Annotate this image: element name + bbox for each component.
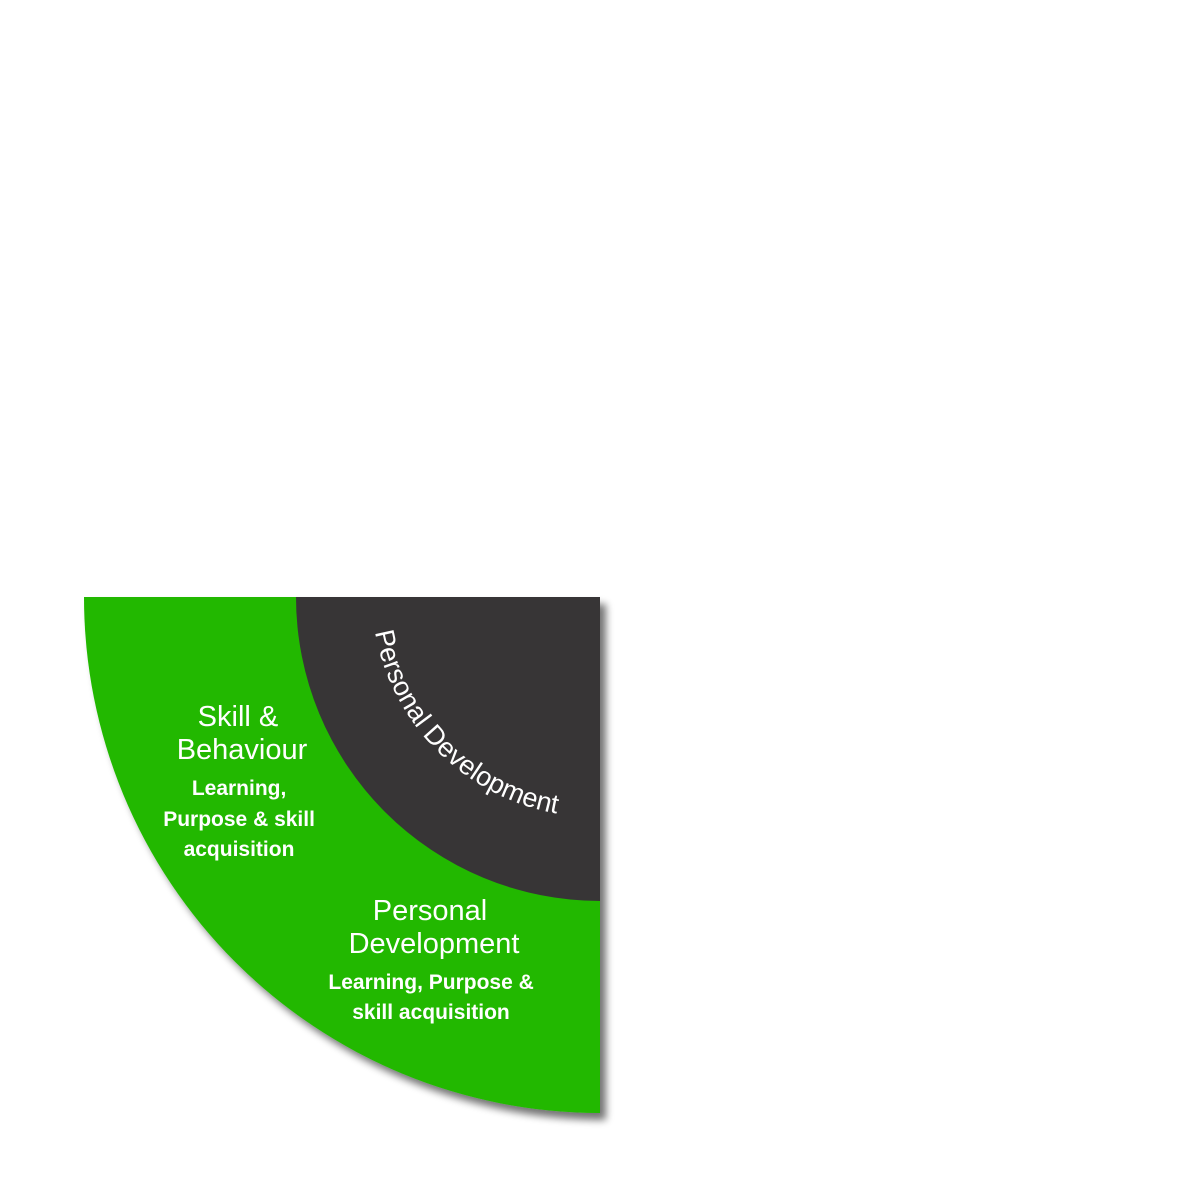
svg-text:Personal Development: Personal Development [349,895,520,960]
segment-subtitle-line: Learning, Purpose & [328,971,533,994]
inner-core-segment [296,597,600,901]
segment-subtitle-line: acquisition [184,838,295,861]
segment-title-line: Development [349,928,520,960]
segment-title-line: Skill & [198,701,279,733]
svg-text:Learning, Purpose & skil: Learning, Purpose & skill acquisition [163,777,321,861]
segment-subtitle-line: Learning, [192,777,287,800]
segment-subtitle-line: Purpose & skill [163,808,315,831]
segment-subtitle-line: skill acquisition [352,1001,510,1024]
svg-text:Skill & Behaviour: Skill & Behaviour [177,701,308,766]
segment-skill-behaviour: Skill & Behaviour Learning, Purpose & sk… [163,701,321,861]
svg-text:Learning, Purpose & skil: Learning, Purpose & skill acquisition [328,971,539,1024]
segment-title-line: Behaviour [177,734,308,766]
segment-title-line: Personal [373,895,487,927]
segment-personal-development: Personal Development Learning, Purpose &… [328,895,539,1024]
